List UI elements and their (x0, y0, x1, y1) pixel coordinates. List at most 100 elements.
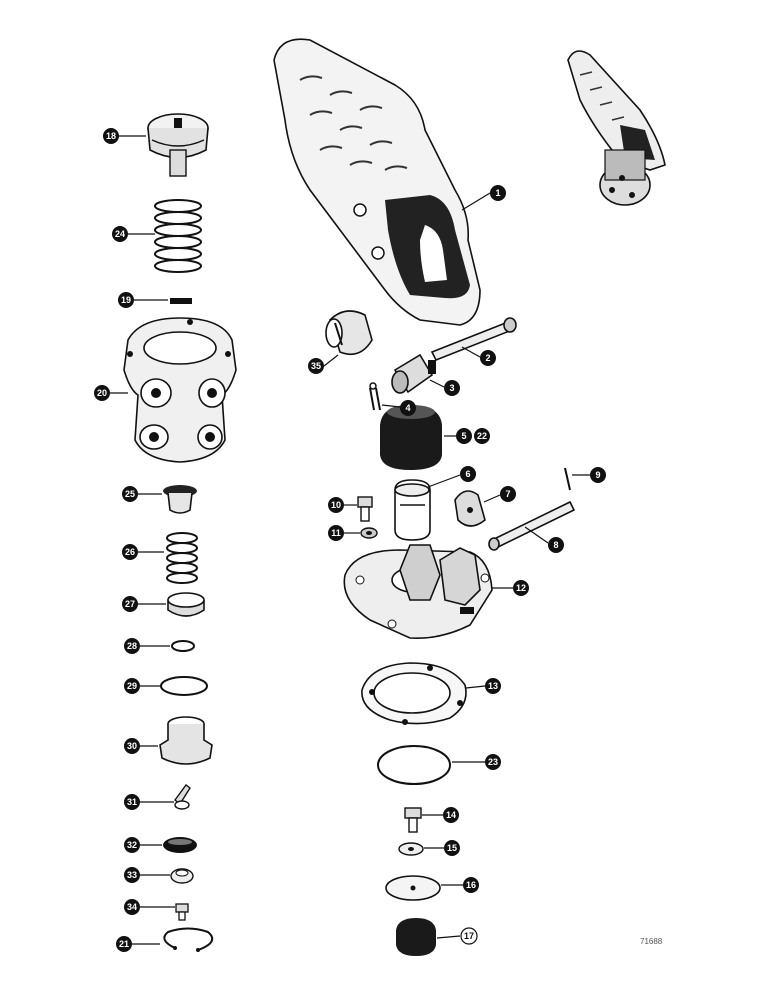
medium-o-ring-part (160, 676, 208, 696)
svg-text:27: 27 (125, 599, 135, 609)
svg-text:22: 22 (477, 431, 487, 441)
svg-text:26: 26 (125, 547, 135, 557)
callout-7: 7 (500, 486, 516, 502)
svg-text:2: 2 (485, 353, 490, 363)
callout-20: 20 (94, 385, 110, 401)
cup-part (170, 868, 194, 884)
callout-labels: 18 24 19 20 25 26 27 28 29 30 31 32 33 3… (94, 128, 606, 952)
retainer-ring-part (167, 592, 205, 617)
svg-text:32: 32 (127, 840, 137, 850)
svg-text:7: 7 (505, 489, 510, 499)
callout-26: 26 (122, 544, 138, 560)
roller-part (454, 490, 486, 527)
callout-19: 19 (118, 292, 134, 308)
callout-9: 9 (590, 467, 606, 483)
callout-4: 4 (400, 400, 416, 416)
svg-text:24: 24 (115, 229, 125, 239)
callout-18: 18 (103, 128, 119, 144)
svg-text:8: 8 (553, 540, 558, 550)
spring-seat-part (147, 113, 209, 177)
callout-14: 14 (443, 807, 459, 823)
rubber-disc-part (163, 837, 197, 853)
callout-5: 5 (456, 428, 472, 444)
guide-part (163, 485, 197, 514)
cover-plate-part (343, 544, 493, 640)
o-ring-part (377, 745, 451, 785)
svg-text:16: 16 (466, 880, 476, 890)
washer-part (360, 527, 378, 539)
callout-30: 30 (124, 738, 140, 754)
valve-seat-part (159, 716, 213, 765)
callout-23: 23 (485, 754, 501, 770)
valve-body-part (123, 317, 237, 463)
svg-text:9: 9 (595, 470, 600, 480)
svg-text:28: 28 (127, 641, 137, 651)
svg-text:10: 10 (331, 500, 341, 510)
callout-31: 31 (124, 794, 140, 810)
svg-text:25: 25 (125, 489, 135, 499)
small-o-ring-part (171, 640, 195, 652)
clevis-part (391, 353, 436, 394)
callout-21: 21 (116, 936, 132, 952)
callout-12: 12 (513, 580, 529, 596)
callout-11: 11 (328, 525, 344, 541)
pin-part (430, 317, 517, 362)
callout-3: 3 (444, 380, 460, 396)
svg-text:5: 5 (461, 431, 466, 441)
svg-text:4: 4 (405, 403, 410, 413)
bolt-part (357, 496, 373, 522)
callout-2: 2 (480, 350, 496, 366)
callout-22: 22 (474, 428, 490, 444)
small-washer-part (398, 842, 424, 856)
svg-text:13: 13 (488, 681, 498, 691)
screw-part (404, 807, 422, 833)
long-pin-part (488, 500, 576, 551)
callout-24: 24 (112, 226, 128, 242)
plunger-part (394, 479, 431, 541)
small-spring-part (166, 532, 198, 584)
callout-8: 8 (548, 537, 564, 553)
callout-1: 1 (490, 185, 506, 201)
callout-17: 17 (460, 927, 478, 945)
callout-33: 33 (124, 867, 140, 883)
svg-text:6: 6 (465, 469, 470, 479)
svg-text:30: 30 (127, 741, 137, 751)
roll-pin-part (170, 298, 192, 304)
callout-10: 10 (328, 497, 344, 513)
svg-text:23: 23 (488, 757, 498, 767)
svg-text:14: 14 (446, 810, 456, 820)
svg-text:33: 33 (127, 870, 137, 880)
callout-16: 16 (463, 877, 479, 893)
gasket-part (361, 662, 467, 725)
leader-lines (110, 135, 590, 945)
callout-15: 15 (444, 840, 460, 856)
svg-text:34: 34 (127, 902, 137, 912)
small-pin-part (564, 467, 571, 491)
valve-part (396, 918, 436, 956)
cap-part (325, 310, 373, 356)
assembled-pedal-inset (567, 50, 666, 206)
large-spring-part (154, 199, 202, 273)
pedal-part (273, 38, 481, 326)
svg-text:17: 17 (464, 931, 474, 941)
cotter-pin-part (369, 382, 381, 411)
callout-13: 13 (485, 678, 501, 694)
svg-text:18: 18 (106, 131, 116, 141)
figure-id: 71688 (640, 937, 663, 946)
svg-text:29: 29 (127, 681, 137, 691)
small-screw-part (175, 903, 189, 921)
callout-25: 25 (122, 486, 138, 502)
callout-35: 35 (308, 358, 324, 374)
svg-text:12: 12 (516, 583, 526, 593)
svg-text:11: 11 (331, 528, 341, 538)
svg-text:21: 21 (119, 939, 129, 949)
callout-6: 6 (460, 466, 476, 482)
snap-ring-part (163, 927, 214, 952)
disc-part (385, 875, 441, 901)
callout-34: 34 (124, 899, 140, 915)
svg-text:31: 31 (127, 797, 137, 807)
svg-text:20: 20 (97, 388, 107, 398)
svg-text:1: 1 (495, 188, 500, 198)
svg-text:35: 35 (311, 361, 321, 371)
